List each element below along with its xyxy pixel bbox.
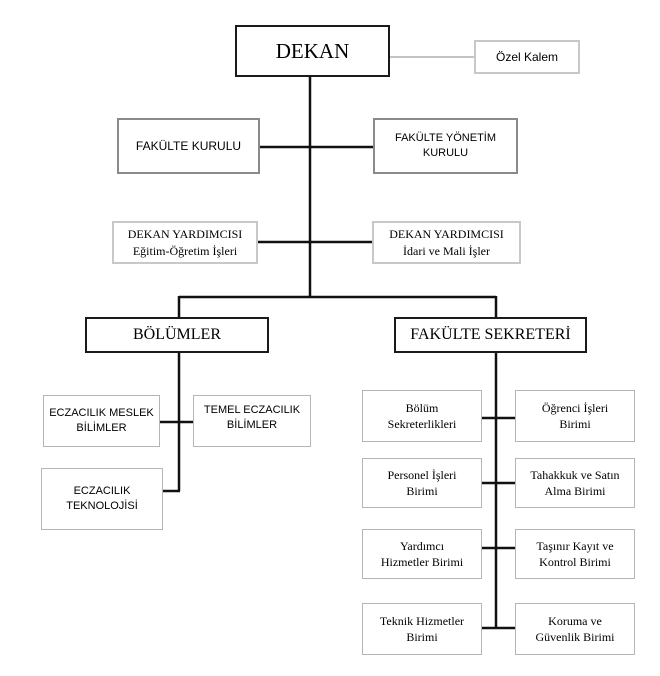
node-personel-isleri-line1: Personel İşleri xyxy=(387,467,457,482)
node-bolum-sekreterlikleri-line1: Bölüm xyxy=(405,400,439,415)
node-dekan: DEKAN xyxy=(235,25,390,77)
node-bolum-sekreterlikleri-line2: Sekreterlikleri xyxy=(387,417,457,431)
node-ozel-kalem-label: Özel Kalem xyxy=(495,49,559,64)
node-tahakkuk-satin-alma-line2: Alma Birimi xyxy=(544,484,606,498)
node-tasinir-kayit-line2: Kontrol Birimi xyxy=(539,555,611,569)
node-bolumler: BÖLÜMLER xyxy=(85,317,269,353)
node-bolumler-label: BÖLÜMLER xyxy=(133,326,221,344)
node-dekan-yardimcisi-egitim-line1: DEKAN YARDIMCISI xyxy=(127,227,243,242)
node-bolum-sekreterlikleri: Bölüm Sekreterlikleri xyxy=(362,390,482,442)
node-tahakkuk-satin-alma: Tahakkuk ve Satın Alma Birimi xyxy=(515,458,635,508)
node-fakulte-yonetim-kurulu-line1: FAKÜLTE YÖNETİM xyxy=(394,132,497,145)
node-dekan-yardimcisi-idari-line2: İdari ve Mali İşler xyxy=(403,243,490,258)
node-personel-isleri-line2: Birimi xyxy=(406,484,438,498)
node-eczacilik-teknolojisi-line2: TEKNOLOJİSİ xyxy=(66,500,138,512)
node-yardimci-hizmetler-line1: Yardımcı xyxy=(399,538,445,553)
node-fakulte-yonetim-kurulu-line2: KURULU xyxy=(422,147,469,159)
node-dekan-yardimcisi-egitim: DEKAN YARDIMCISI Eğitim-Öğretim İşleri xyxy=(112,221,258,264)
node-ozel-kalem: Özel Kalem xyxy=(474,40,580,74)
node-koruma-guvenlik: Koruma ve Güvenlik Birimi xyxy=(515,603,635,655)
node-dekan-yardimcisi-egitim-line2: Eğitim-Öğretim İşleri xyxy=(132,243,238,258)
node-tahakkuk-satin-alma-line1: Tahakkuk ve Satın xyxy=(530,467,620,482)
node-fakulte-kurulu-label: FAKÜLTE KURULU xyxy=(135,138,242,153)
node-koruma-guvenlik-line2: Güvenlik Birimi xyxy=(535,630,615,644)
node-teknik-hizmetler-line1: Teknik Hizmetler xyxy=(379,613,465,628)
node-ogrenci-isleri: Öğrenci İşleri Birimi xyxy=(515,390,635,442)
node-fakulte-kurulu: FAKÜLTE KURULU xyxy=(117,118,260,174)
node-koruma-guvenlik-line1: Koruma ve xyxy=(548,613,602,628)
node-eczacilik-teknolojisi-line1: ECZACILIK xyxy=(73,485,131,498)
node-yardimci-hizmetler-line2: Hizmetler Birimi xyxy=(380,555,464,569)
node-fakulte-sekreteri: FAKÜLTE SEKRETERİ xyxy=(394,317,587,353)
node-ogrenci-isleri-line2: Birimi xyxy=(559,417,591,431)
node-eczacilik-teknolojisi: ECZACILIK TEKNOLOJİSİ xyxy=(41,468,163,530)
node-teknik-hizmetler: Teknik Hizmetler Birimi xyxy=(362,603,482,655)
node-dekan-yardimcisi-idari-line1: DEKAN YARDIMCISI xyxy=(389,227,504,242)
node-fakulte-yonetim-kurulu: FAKÜLTE YÖNETİM KURULU xyxy=(373,118,518,174)
node-eczacilik-meslek-bilimler-line2: BİLİMLER xyxy=(76,422,127,434)
node-yardimci-hizmetler: Yardımcı Hizmetler Birimi xyxy=(362,529,482,579)
node-tasinir-kayit: Taşınır Kayıt ve Kontrol Birimi xyxy=(515,529,635,579)
node-dekan-yardimcisi-idari: DEKAN YARDIMCISI İdari ve Mali İşler xyxy=(372,221,521,264)
node-eczacilik-meslek-bilimler: ECZACILIK MESLEK BİLİMLER xyxy=(43,395,160,447)
node-temel-eczacilik-bilimler-line1: TEMEL ECZACILIK xyxy=(203,404,301,416)
node-personel-isleri: Personel İşleri Birimi xyxy=(362,458,482,508)
node-teknik-hizmetler-line2: Birimi xyxy=(406,630,438,644)
node-ogrenci-isleri-line1: Öğrenci İşleri xyxy=(541,400,609,415)
node-tasinir-kayit-line1: Taşınır Kayıt ve xyxy=(536,538,614,553)
node-temel-eczacilik-bilimler-line2: BİLİMLER xyxy=(226,418,278,431)
node-fakulte-sekreteri-label: FAKÜLTE SEKRETERİ xyxy=(410,326,571,344)
node-eczacilik-meslek-bilimler-line1: ECZACILIK MESLEK xyxy=(49,407,154,420)
node-dekan-label: DEKAN xyxy=(275,38,350,63)
node-temel-eczacilik-bilimler: TEMEL ECZACILIK BİLİMLER xyxy=(193,395,311,447)
